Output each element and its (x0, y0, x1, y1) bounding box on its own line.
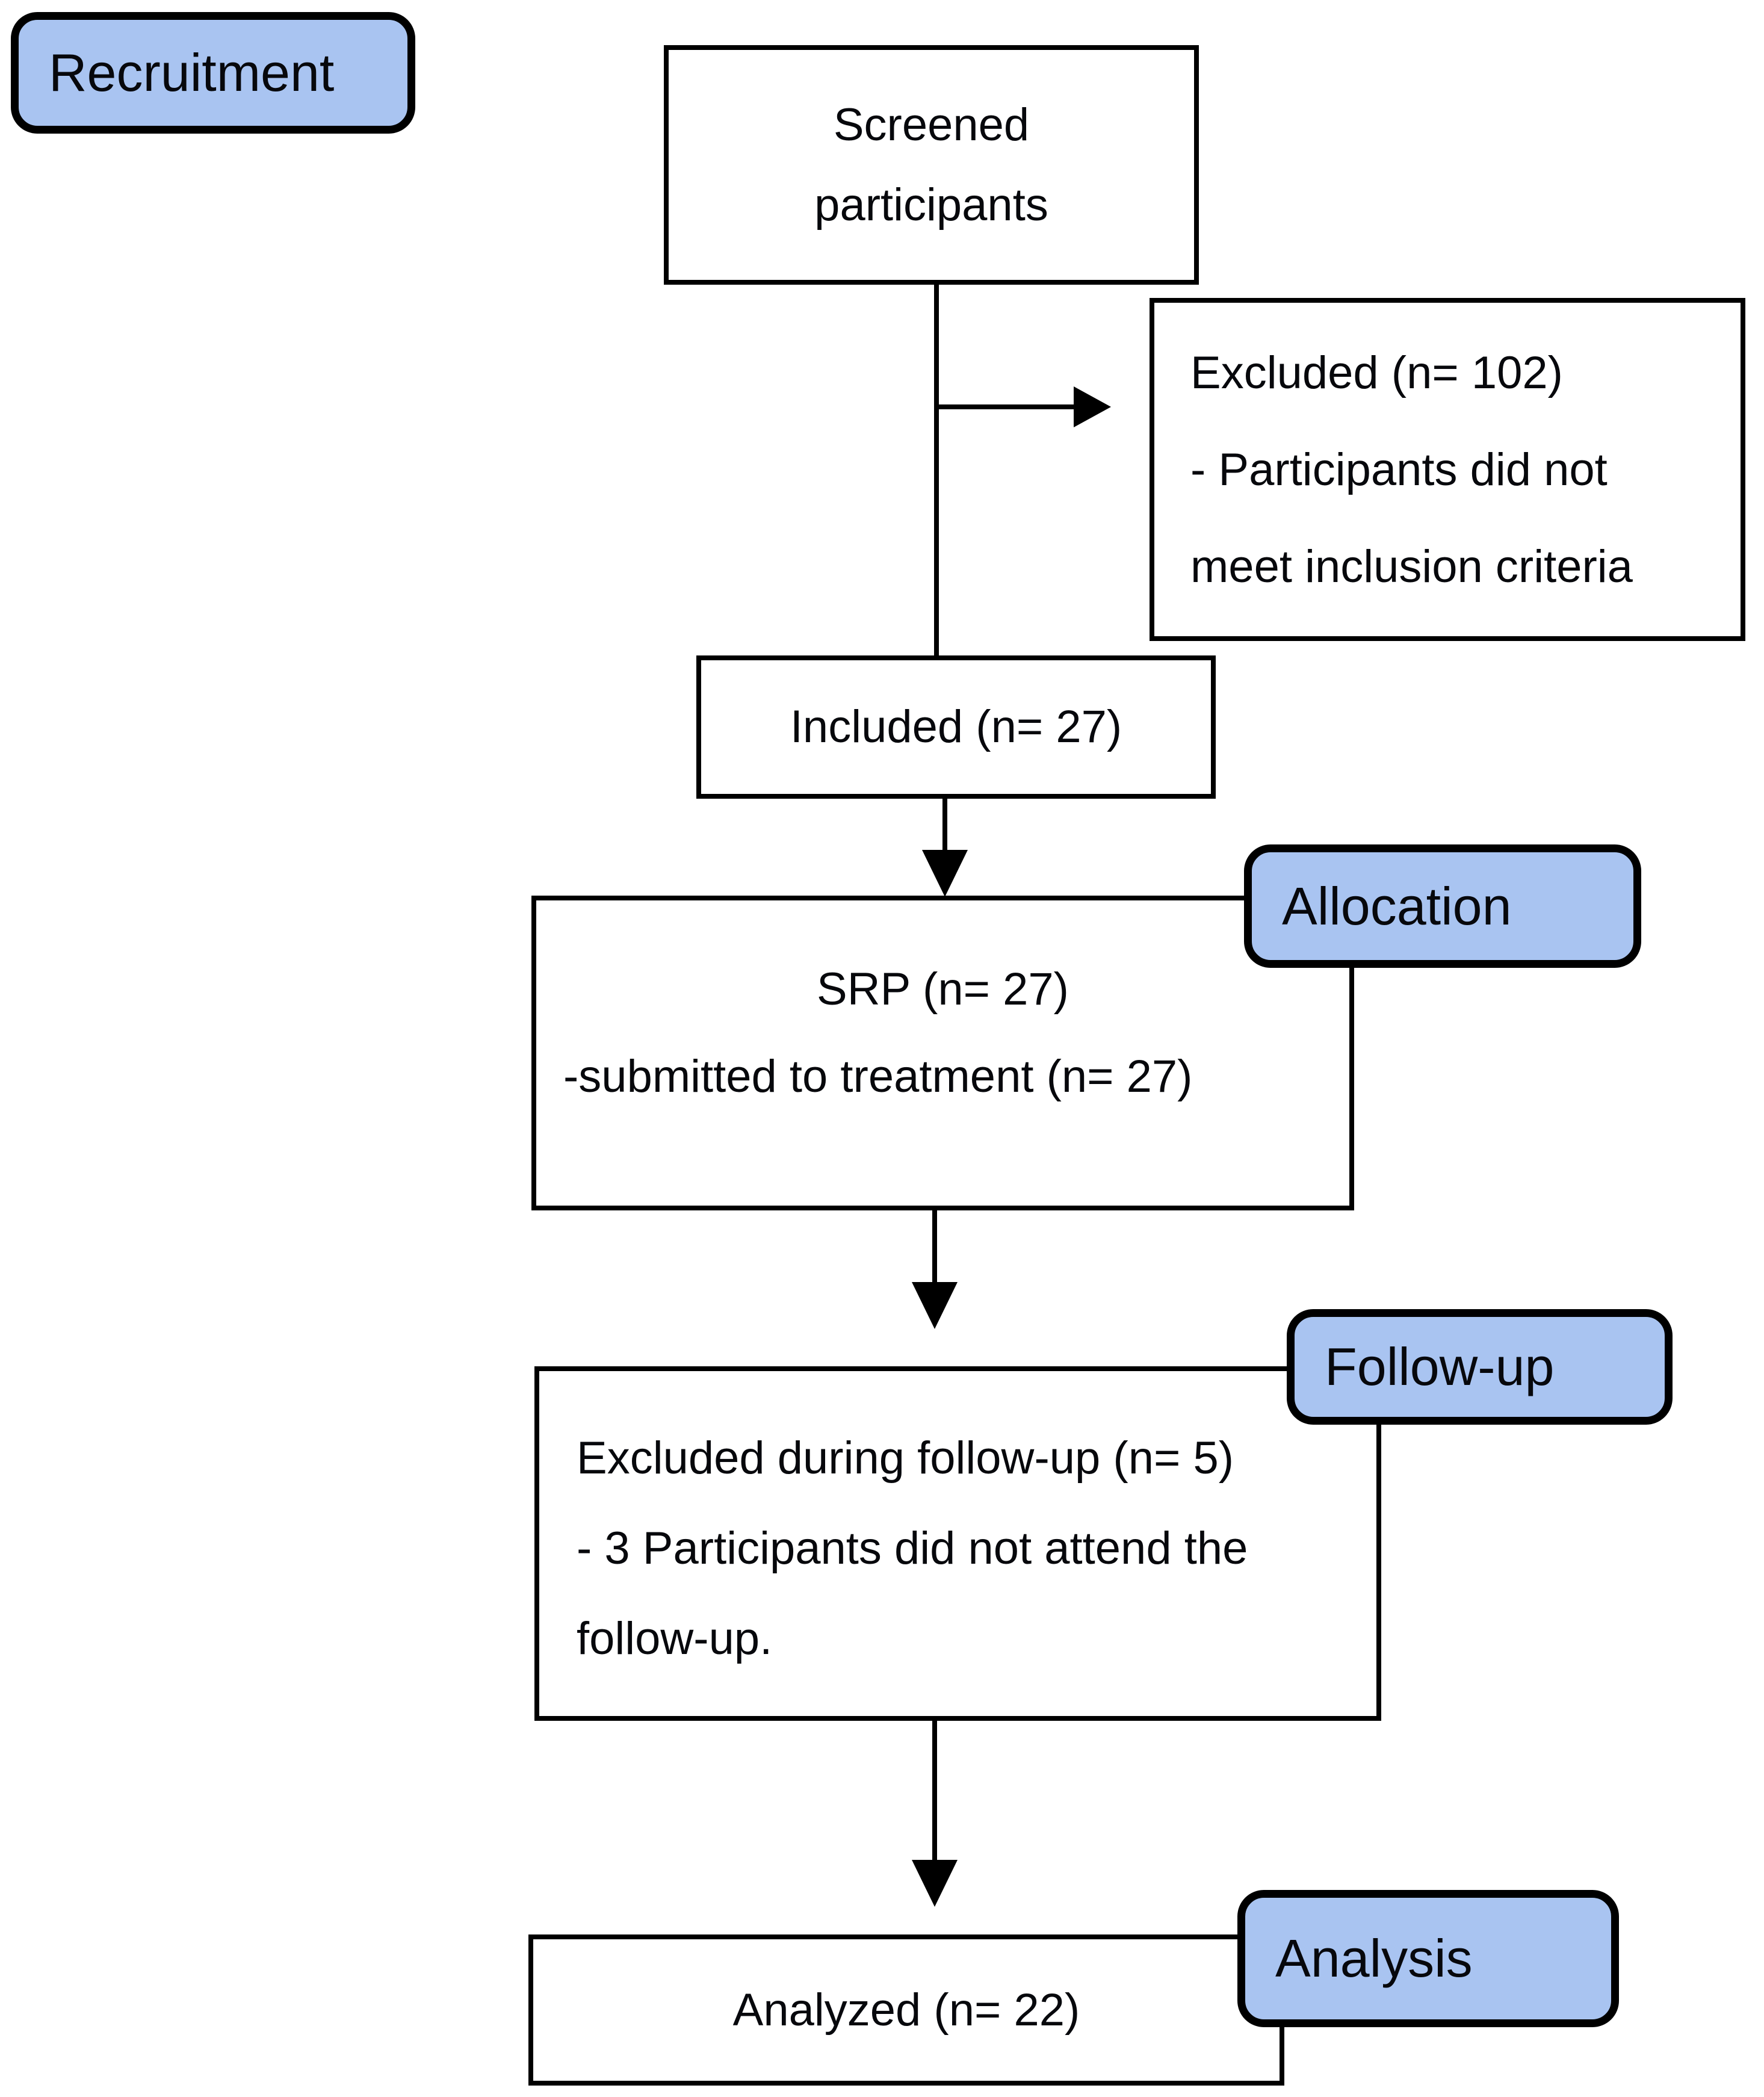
follow-up-excluded-box: Excluded during follow-up (n= 5) - 3 Par… (534, 1366, 1381, 1721)
box-text-line: -submitted to treatment (n= 27) (563, 1051, 1193, 1102)
connector-srp-to-followup (932, 1210, 937, 1284)
box-text-line: Excluded (n= 102) (1190, 347, 1563, 398)
box-text-line: - Participants did not (1190, 444, 1608, 495)
box-text-line: Analyzed (n= 22) (732, 1984, 1080, 2036)
analysis-stage-label: Analysis (1237, 1890, 1619, 2027)
excluded-box: Excluded (n= 102) - Participants did not… (1150, 298, 1745, 641)
connector-followup-to-analyzed (932, 1721, 937, 1862)
box-text-line: - 3 Participants did not attend the (577, 1523, 1248, 1574)
srp-allocation-box: SRP (n= 27) -submitted to treatment (n= … (531, 896, 1354, 1210)
box-text-line: Included (n= 27) (790, 701, 1122, 752)
box-text-line: follow-up. (577, 1613, 773, 1664)
connector-branch-to-excluded (934, 404, 1075, 409)
box-text-line: Excluded during follow-up (n= 5) (577, 1433, 1234, 1484)
arrowhead-down-to-analyzed (912, 1860, 958, 1907)
arrowhead-down-to-srp (922, 850, 968, 897)
follow-up-stage-label: Follow-up (1287, 1309, 1673, 1425)
box-text-line: participants (814, 179, 1048, 231)
connector-screened-to-included (934, 285, 939, 655)
analysis-stage-text: Analysis (1275, 1928, 1473, 1988)
recruitment-stage-text: Recruitment (49, 43, 335, 102)
follow-up-stage-text: Follow-up (1325, 1337, 1555, 1396)
allocation-stage-label: Allocation (1244, 844, 1641, 968)
analyzed-box: Analyzed (n= 22) (528, 1934, 1284, 2086)
included-box: Included (n= 27) (696, 655, 1216, 799)
box-text-line: SRP (n= 27) (817, 964, 1069, 1015)
arrowhead-right-to-excluded (1074, 386, 1111, 427)
box-text-line: meet inclusion criteria (1190, 541, 1633, 592)
arrowhead-down-to-followup (912, 1282, 958, 1329)
connector-included-to-srp (942, 799, 947, 856)
box-text-line: Screened (833, 99, 1030, 150)
recruitment-stage-label: Recruitment (11, 12, 415, 134)
screened-participants-box: Screened participants (664, 45, 1199, 285)
allocation-stage-text: Allocation (1282, 876, 1512, 936)
